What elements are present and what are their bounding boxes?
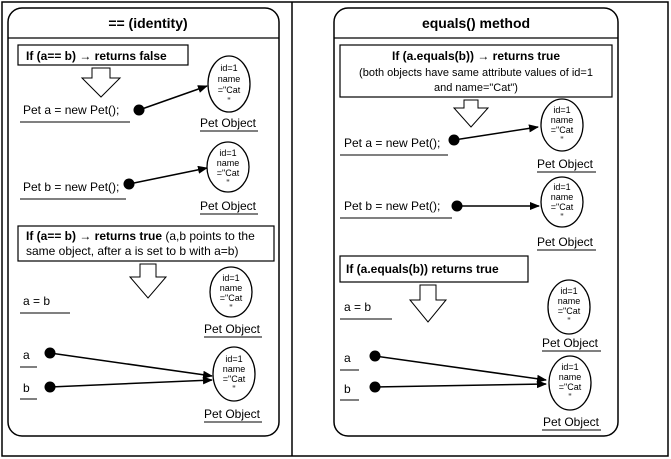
svg-text:name: name: [551, 192, 574, 202]
right-ref-arrow-a: [453, 124, 539, 141]
left-ref-arrow-a: [138, 85, 208, 111]
left-pet-object-3: id=1 name ="Cat " Pet Object: [204, 266, 262, 338]
left-down-arrow-2: [128, 263, 168, 299]
right-stmt-a: Pet a = new Pet();: [344, 136, 440, 150]
right-panel-title: equals() method: [422, 15, 530, 31]
left-pet-object-4: id=1 name ="Cat " Pet Object: [204, 346, 262, 423]
svg-text:": ": [568, 392, 571, 402]
svg-text:": ": [567, 316, 570, 326]
right-pet-object-4: id=1 name ="Cat " Pet Object: [542, 355, 601, 431]
left-condition-text-2: If (a== b) → returns true (a,b points to…: [26, 229, 255, 243]
left-ref-arrow-b2: [49, 376, 213, 388]
right-pet-object-2: id=1 name ="Cat " Pet Object: [537, 176, 596, 251]
svg-text:id=1: id=1: [553, 105, 570, 115]
svg-text:name: name: [551, 115, 574, 125]
right-ref-b-label: b: [344, 382, 351, 396]
left-assign: a = b: [23, 294, 50, 308]
right-stmt-b: Pet b = new Pet();: [344, 199, 440, 213]
svg-text:id=1: id=1: [219, 148, 236, 158]
left-panel-title: == (identity): [108, 15, 187, 31]
svg-text:id=1: id=1: [220, 63, 237, 73]
svg-text:name: name: [217, 158, 240, 168]
right-condition-box-2: [339, 255, 529, 283]
left-ref-arrow-a2: [49, 352, 213, 379]
left-pet-object-1: id=1 name ="Cat " Pet Object: [200, 55, 258, 132]
left-stmt-a: Pet a = new Pet();: [23, 103, 119, 117]
left-condition-box-1: [17, 44, 189, 66]
right-ref-a-label: a: [344, 351, 351, 365]
left-condition-text-1: If (a== b) → returns false: [26, 49, 167, 63]
right-condition-text-1b: (both objects have same attribute values…: [359, 67, 593, 79]
right-condition-text-1: If (a.equals(b)) → returns true: [392, 49, 560, 63]
svg-text:Pet Object: Pet Object: [543, 415, 600, 429]
svg-text:": ": [232, 384, 235, 394]
svg-text:name: name: [218, 74, 241, 84]
left-panel-frame: [7, 7, 280, 437]
svg-text:Pet Object: Pet Object: [537, 235, 594, 249]
left-pet-object-2: id=1 name ="Cat " Pet Object: [200, 141, 258, 215]
svg-text:": ": [227, 96, 230, 106]
svg-text:id=1: id=1: [225, 354, 242, 364]
right-condition-text-2: If (a.equals(b)) returns true: [346, 262, 499, 276]
svg-text:Pet Object: Pet Object: [200, 199, 257, 213]
svg-text:Pet Object: Pet Object: [542, 336, 599, 350]
svg-text:name: name: [223, 364, 246, 374]
svg-text:id=1: id=1: [560, 286, 577, 296]
svg-text:name: name: [558, 296, 581, 306]
svg-text:="Cat: ="Cat: [217, 168, 240, 178]
right-panel-frame: [333, 7, 619, 437]
left-down-arrow-1: [80, 67, 122, 98]
left-ref-arrow-b: [128, 165, 208, 185]
svg-text:="Cat: ="Cat: [558, 306, 581, 316]
left-ref-a-label: a: [23, 348, 30, 362]
svg-text:name: name: [220, 283, 243, 293]
left-condition-box-2: [17, 225, 275, 262]
svg-text:Pet Object: Pet Object: [537, 157, 594, 171]
svg-text:="Cat: ="Cat: [551, 125, 574, 135]
svg-text:Pet Object: Pet Object: [204, 407, 261, 421]
right-ref-arrow-b2: [374, 380, 547, 389]
right-condition-box-1: [339, 44, 613, 98]
right-down-arrow-2: [408, 284, 448, 323]
svg-text:": ": [226, 178, 229, 188]
right-condition-text-1c: and name="Cat"): [434, 82, 518, 94]
svg-text:id=1: id=1: [222, 273, 239, 283]
svg-text:="Cat: ="Cat: [218, 85, 241, 95]
svg-text:Pet Object: Pet Object: [204, 322, 261, 336]
right-down-arrow-1: [452, 99, 490, 128]
right-pet-object-1: id=1 name ="Cat " Pet Object: [537, 98, 596, 173]
left-ref-b-label: b: [23, 381, 30, 395]
svg-text:Pet Object: Pet Object: [200, 116, 257, 130]
svg-text:="Cat: ="Cat: [551, 202, 574, 212]
svg-text:": ": [560, 135, 563, 145]
svg-text:="Cat: ="Cat: [559, 382, 582, 392]
svg-text:": ": [229, 303, 232, 313]
svg-text:": ": [560, 212, 563, 222]
svg-text:="Cat: ="Cat: [223, 374, 246, 384]
left-condition-text-2b: same object, after a is set to b with a=…: [26, 244, 238, 258]
right-ref-arrow-a2: [374, 355, 547, 383]
right-pet-object-3: id=1 name ="Cat " Pet Object: [542, 279, 601, 352]
svg-text:id=1: id=1: [561, 362, 578, 372]
svg-text:id=1: id=1: [553, 182, 570, 192]
svg-text:="Cat: ="Cat: [220, 293, 243, 303]
svg-text:name: name: [559, 372, 582, 382]
right-assign: a = b: [344, 300, 371, 314]
left-stmt-b: Pet b = new Pet();: [23, 180, 119, 194]
